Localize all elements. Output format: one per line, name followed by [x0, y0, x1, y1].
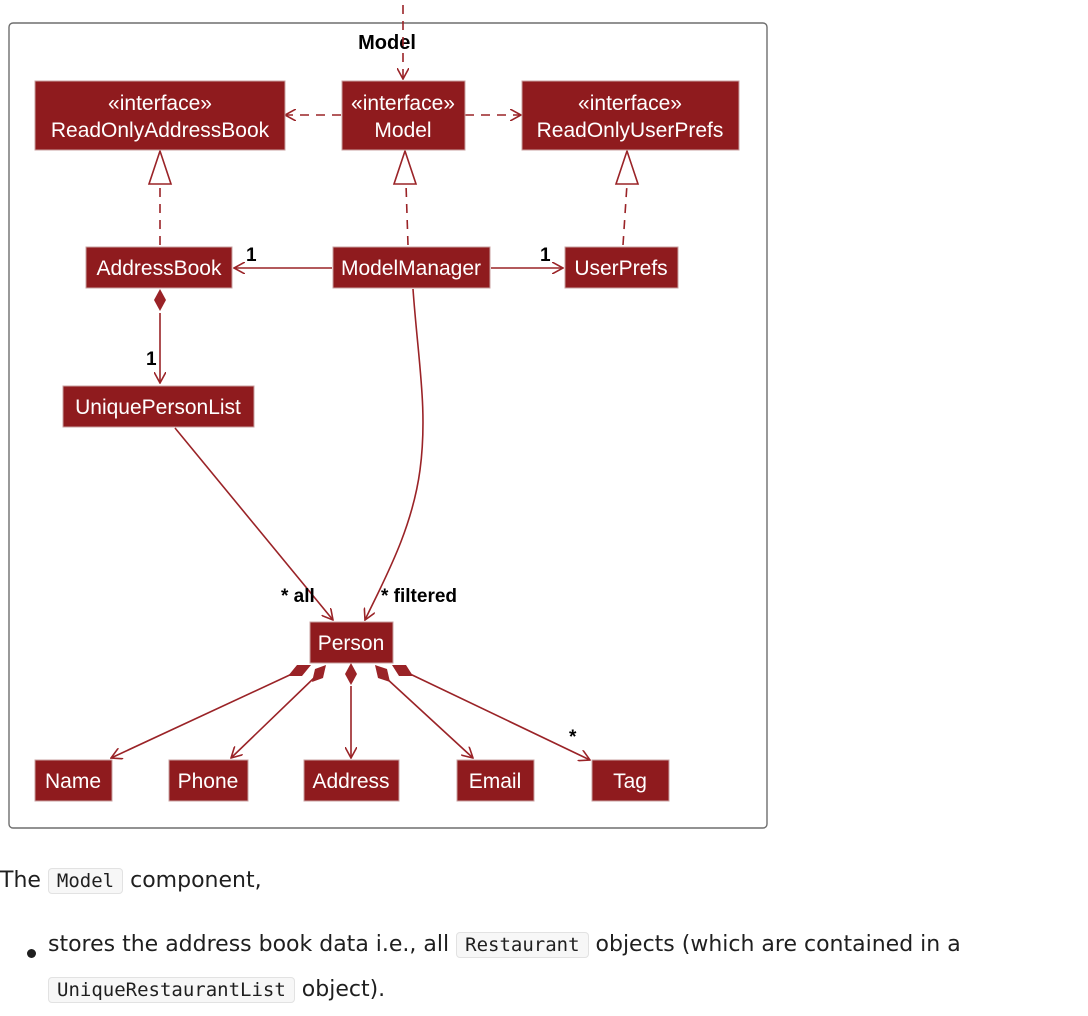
userprefs-realization	[622, 183, 628, 246]
model-class-diagram: Model 1 1 1 * all * filtered * «interfac…	[8, 5, 768, 829]
bullet-text-a: stores the address book data i.e., all	[48, 932, 450, 957]
class-addressbook: AddressBook	[85, 246, 233, 289]
class-name: UserPrefs	[574, 257, 667, 280]
bullet-dot	[27, 949, 36, 958]
person-email-diamond	[375, 665, 390, 682]
list-item-line-1: stores the address book data i.e., all R…	[48, 932, 961, 958]
person-to-tag-composition	[407, 672, 590, 760]
class-name: Phone	[178, 770, 239, 793]
list-item-line-2: UniqueRestaurantList object).	[48, 977, 386, 1003]
class-address: Address	[303, 759, 400, 802]
person-name-diamond	[288, 665, 311, 676]
class-userprefs: UserPrefs	[564, 246, 679, 289]
class-modelmanager: ModelManager	[332, 246, 491, 289]
modelmanager-realization	[405, 183, 409, 246]
bullet-text-b: objects (which are contained in a	[595, 932, 961, 957]
person-to-phone-composition	[231, 676, 316, 758]
person-address-diamond	[345, 663, 357, 685]
stereotype-label: «interface»	[351, 92, 455, 115]
addressbook-realization-triangle	[147, 148, 173, 185]
class-name: Address	[312, 770, 389, 793]
class-name: Person	[318, 632, 385, 655]
class-uniquepersonlist: UniquePersonList	[62, 385, 255, 428]
multiplicity-userprefs: 1	[540, 245, 551, 266]
bullet-text-c: object).	[301, 977, 386, 1002]
class-name: AddressBook	[97, 257, 222, 280]
class-readonlyaddressbook: «interface» ReadOnlyAddressBook	[34, 80, 286, 151]
uniquepersonlist-to-person-association	[174, 427, 333, 620]
addressbook-composition-diamond	[154, 289, 166, 311]
class-name: UniquePersonList	[75, 396, 241, 419]
class-name: Name	[45, 770, 101, 793]
multiplicity-tag: *	[569, 727, 577, 748]
class-phone: Phone	[168, 759, 249, 802]
userprefs-realization-triangle	[614, 148, 640, 185]
person-phone-diamond	[312, 665, 326, 682]
code-uniquerestaurantlist: UniqueRestaurantList	[48, 977, 295, 1003]
class-name: Email	[469, 770, 522, 793]
class-readonlyuserprefs: «interface» ReadOnlyUserPrefs	[521, 80, 740, 151]
code-restaurant: Restaurant	[456, 932, 589, 958]
class-name: ReadOnlyAddressBook	[51, 119, 270, 142]
class-person: Person	[309, 621, 394, 664]
class-tag: Tag	[591, 759, 670, 802]
class-name: Model	[374, 119, 431, 142]
person-tag-diamond	[392, 665, 413, 676]
package-frame	[8, 22, 768, 829]
multiplicity-filtered: * filtered	[381, 586, 457, 607]
person-to-name-composition	[111, 672, 295, 758]
class-name: Tag	[613, 770, 647, 793]
intro-paragraph: The Model component,	[0, 868, 262, 894]
class-name: ModelManager	[341, 257, 481, 280]
multiplicity-addressbook: 1	[246, 245, 257, 266]
intro-text-after: component,	[130, 868, 262, 893]
stereotype-label: «interface»	[108, 92, 212, 115]
package-title: Model	[358, 32, 416, 54]
multiplicity-all: * all	[281, 586, 315, 607]
person-to-email-composition	[384, 676, 473, 758]
multiplicity-uniquepersonlist: 1	[146, 349, 157, 370]
intro-text-before: The	[0, 868, 41, 893]
modelmanager-realization-triangle	[392, 148, 418, 185]
class-name: ReadOnlyUserPrefs	[537, 119, 724, 142]
class-model: «interface» Model	[341, 80, 466, 151]
class-name-box: Name	[34, 759, 113, 802]
intro-code-model: Model	[47, 868, 124, 894]
stereotype-label: «interface»	[578, 92, 682, 115]
class-email: Email	[456, 759, 535, 802]
modelmanager-to-person-association	[365, 288, 424, 620]
